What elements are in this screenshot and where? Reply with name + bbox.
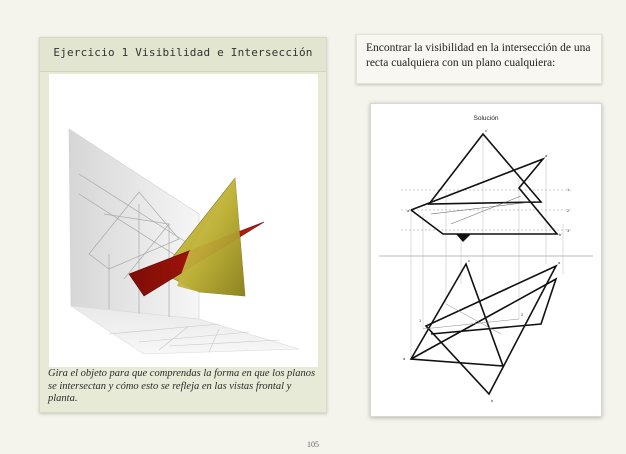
svg-text:c: c [468, 258, 470, 263]
page-number: 105 [307, 440, 319, 449]
svg-text:a': a' [545, 153, 548, 158]
solution-diagram-icon: Solución [379, 115, 593, 403]
svg-text:a: a [558, 260, 561, 265]
3d-model-viewer[interactable] [49, 74, 318, 367]
svg-text:b: b [491, 398, 494, 403]
exercise-caption: Gira el objeto para que comprendas la fo… [48, 368, 316, 404]
3d-model-icon [68, 128, 300, 355]
exercise-title-band: Ejercicio 1 Visibilidad e Intersección [40, 38, 326, 72]
svg-text:2: 2 [521, 312, 524, 317]
svg-text:b': b' [559, 232, 562, 237]
exercise-title: Ejercicio 1 Visibilidad e Intersección [53, 46, 313, 59]
solution-title: Solución [474, 115, 499, 122]
exercise-card: Ejercicio 1 Visibilidad e Intersección [39, 37, 327, 413]
instruction-box: Encontrar la visibilidad en la intersecc… [356, 34, 602, 84]
svg-text:a': a' [407, 208, 410, 213]
svg-text:2: 2 [567, 208, 570, 213]
instruction-text: Encontrar la visibilidad en la intersecc… [366, 42, 591, 69]
svg-text:1: 1 [419, 318, 422, 323]
svg-text:1: 1 [567, 187, 570, 192]
svg-text:c': c' [485, 128, 488, 133]
svg-text:3: 3 [567, 228, 570, 233]
svg-text:a: a [403, 356, 406, 361]
solution-image[interactable]: Solución [370, 103, 602, 417]
